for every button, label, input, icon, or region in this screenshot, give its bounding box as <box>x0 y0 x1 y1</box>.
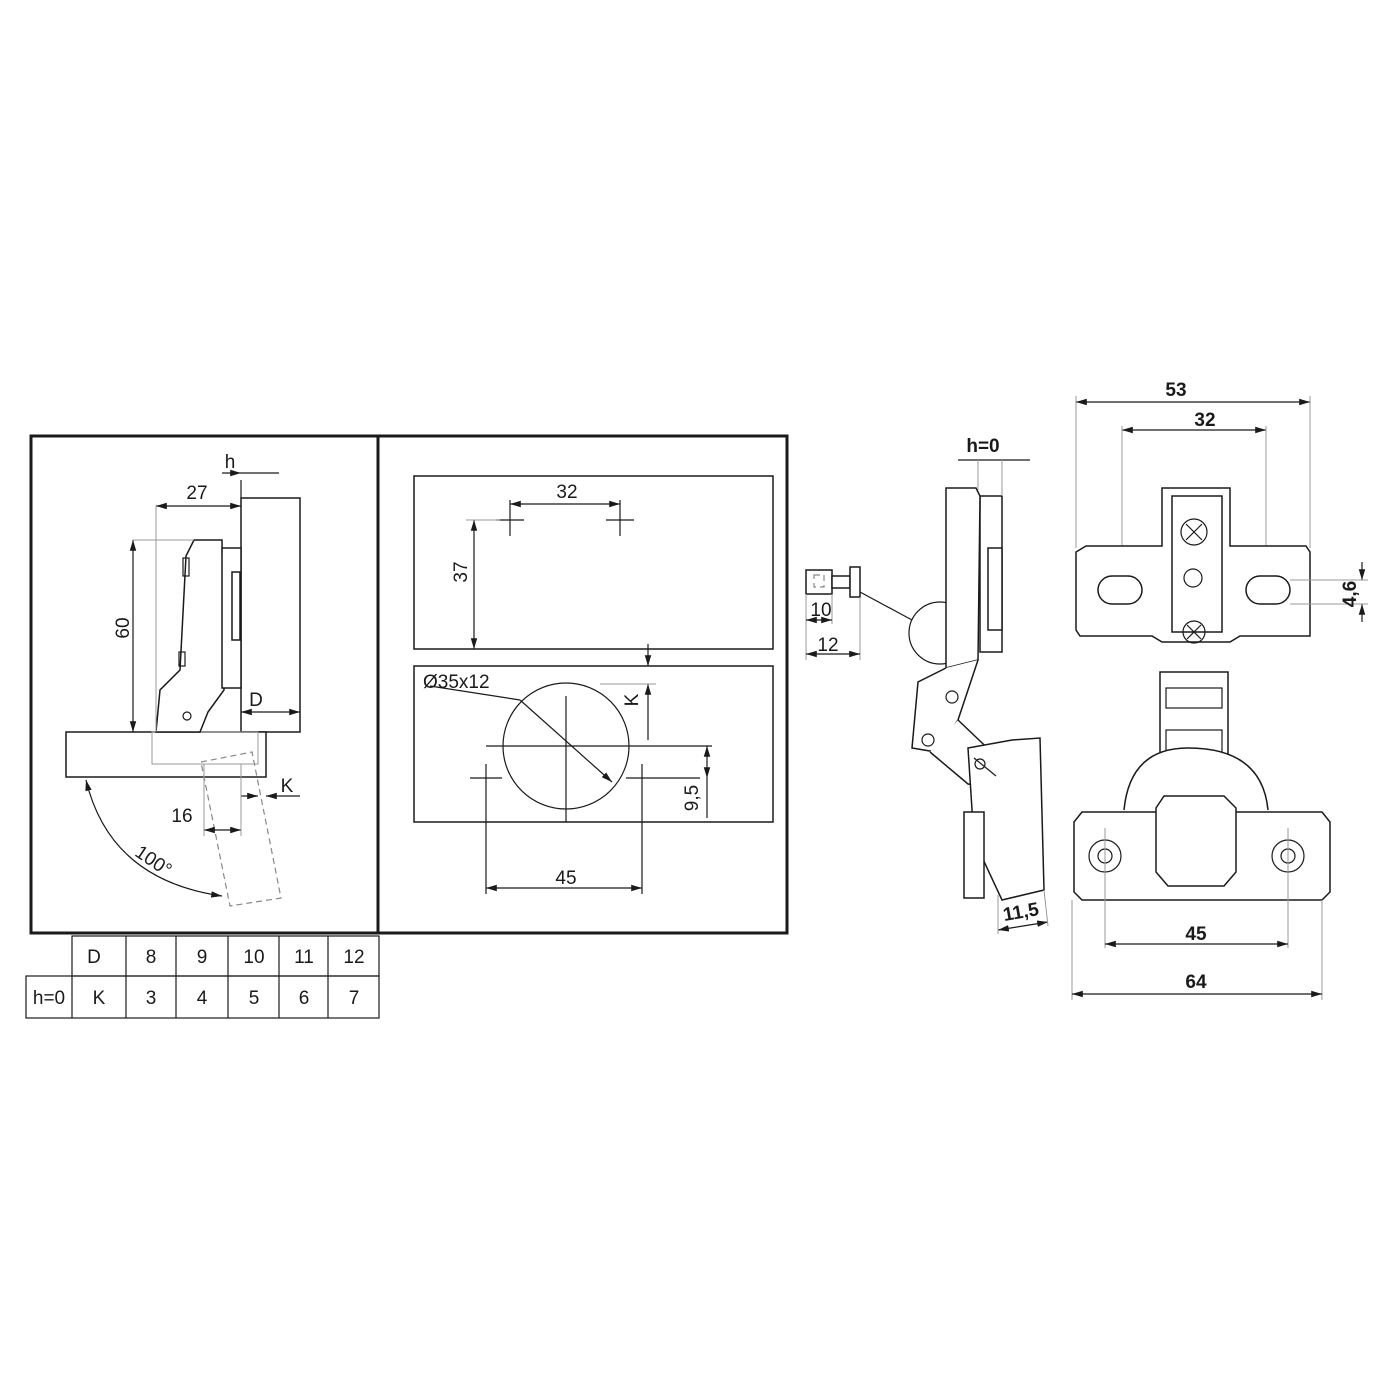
installation-panel <box>29 434 789 935</box>
table-cell: 4 <box>197 988 208 1009</box>
dim-12: 12 <box>817 635 838 656</box>
door-cup-pattern <box>413 665 774 823</box>
table-cell: K <box>93 988 106 1009</box>
table-row-label: h=0 <box>33 988 65 1009</box>
dim-53: 53 <box>1165 380 1186 401</box>
table-header-cell: 11 <box>294 947 314 968</box>
hinge-detail-2 <box>178 651 186 667</box>
cup-recess <box>151 731 259 765</box>
dim-32-front: 32 <box>1194 410 1215 431</box>
side-arm <box>945 487 981 669</box>
dim-4-6: 4,6 <box>1340 581 1361 607</box>
dim-16: 16 <box>171 806 192 827</box>
installation-side-view: h 27 60 D K 16 100° <box>65 452 301 907</box>
dim-D: D <box>249 690 263 711</box>
dim-37: 37 <box>451 561 472 582</box>
dim-27: 27 <box>186 483 207 504</box>
opening-angle-arc <box>85 779 223 898</box>
dim-h0: h=0 <box>966 436 999 457</box>
dim-60: 60 <box>113 617 134 638</box>
dim-11-5: 11,5 <box>1002 899 1041 926</box>
adjust-screw <box>1180 518 1208 546</box>
dim-45-front: 45 <box>1185 924 1207 945</box>
table-cell: 6 <box>299 988 310 1009</box>
plate-slot-right <box>1245 575 1291 605</box>
hinge-detail <box>182 557 190 577</box>
pivot-pin <box>182 711 192 721</box>
hinge-side-view: 10 12 h=0 11,5 <box>805 436 1049 934</box>
plate-slot <box>231 571 241 641</box>
clip-detail <box>805 569 833 595</box>
dim-32-drill: 32 <box>556 482 577 503</box>
table-cell: 3 <box>146 988 157 1009</box>
side-knuckle <box>911 659 979 753</box>
depth-screw <box>1182 620 1206 644</box>
table-header-cell: 9 <box>197 947 208 968</box>
dim-64: 64 <box>1185 972 1207 993</box>
front-arm <box>1171 495 1223 633</box>
dim-K-drill: K <box>622 693 643 706</box>
table-header-cell: 12 <box>343 947 364 968</box>
dim-9-5: 9,5 <box>682 785 703 811</box>
plate-slot-left <box>1097 575 1143 605</box>
cup-dome <box>1123 747 1269 811</box>
hinge-front-view: 53 32 4,6 45 6 <box>1071 380 1368 1000</box>
table-cell: 7 <box>349 988 360 1009</box>
door-panel <box>65 731 267 778</box>
hinge-arm <box>155 539 225 733</box>
dim-K: K <box>281 776 294 797</box>
table-header-cell: D <box>87 947 101 968</box>
drilling-pattern-view: 32 37 Ø35x12 K 9,5 45 <box>413 475 774 894</box>
panel-frame <box>29 434 789 935</box>
dim-45-drill: 45 <box>555 868 576 889</box>
table-cell: 5 <box>249 988 260 1009</box>
cup-center <box>1155 795 1237 887</box>
dim-cup-diameter: Ø35x12 <box>423 672 490 693</box>
dim-10: 10 <box>810 600 831 621</box>
opening-angle: 100° <box>131 842 175 881</box>
overlay-table: D 8 9 10 11 12 h=0 K 3 4 5 6 7 <box>25 935 380 1019</box>
table-header-cell: 8 <box>146 947 157 968</box>
dim-h: h <box>225 452 236 473</box>
table-header-cell: 10 <box>243 947 264 968</box>
